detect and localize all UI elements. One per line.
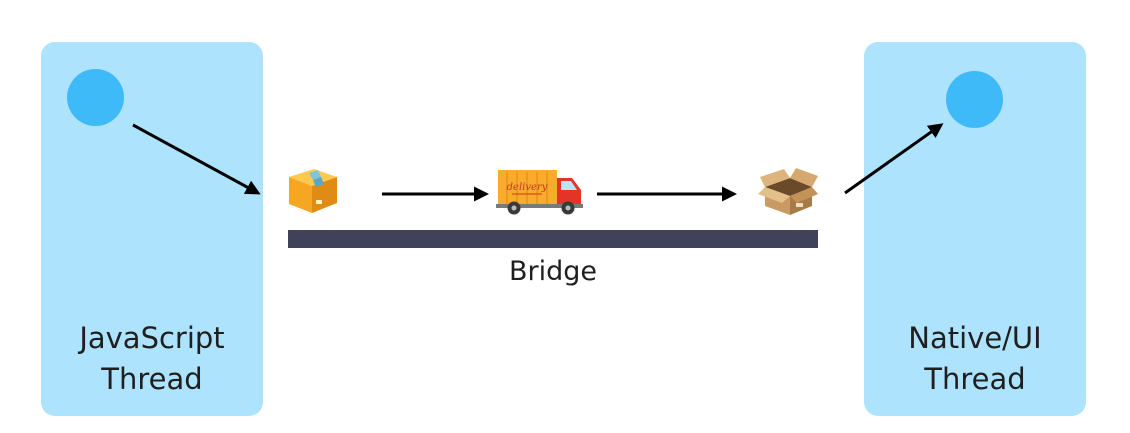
delivery-truck-icon: delivery (496, 170, 583, 215)
open-box-icon (758, 168, 818, 215)
javascript-thread-node (67, 69, 124, 126)
closed-box-icon (289, 169, 337, 213)
native-ui-thread-label-line1: Native/UI (908, 321, 1042, 355)
arrow-js-to-package (132, 123, 261, 195)
truck-delivery-text: delivery (507, 182, 548, 193)
javascript-thread-label: JavaScript Thread (41, 318, 263, 400)
javascript-thread-label-line1: JavaScript (79, 321, 225, 355)
native-ui-thread-label: Native/UI Thread (864, 318, 1086, 400)
native-ui-thread-node (946, 71, 1003, 128)
bridge-label: Bridge (508, 256, 597, 287)
arrow-open-box-to-native (844, 123, 944, 195)
javascript-thread-label-line2: Thread (101, 362, 203, 396)
bridge-bar (288, 230, 818, 248)
native-ui-thread-label-line2: Thread (924, 362, 1026, 396)
